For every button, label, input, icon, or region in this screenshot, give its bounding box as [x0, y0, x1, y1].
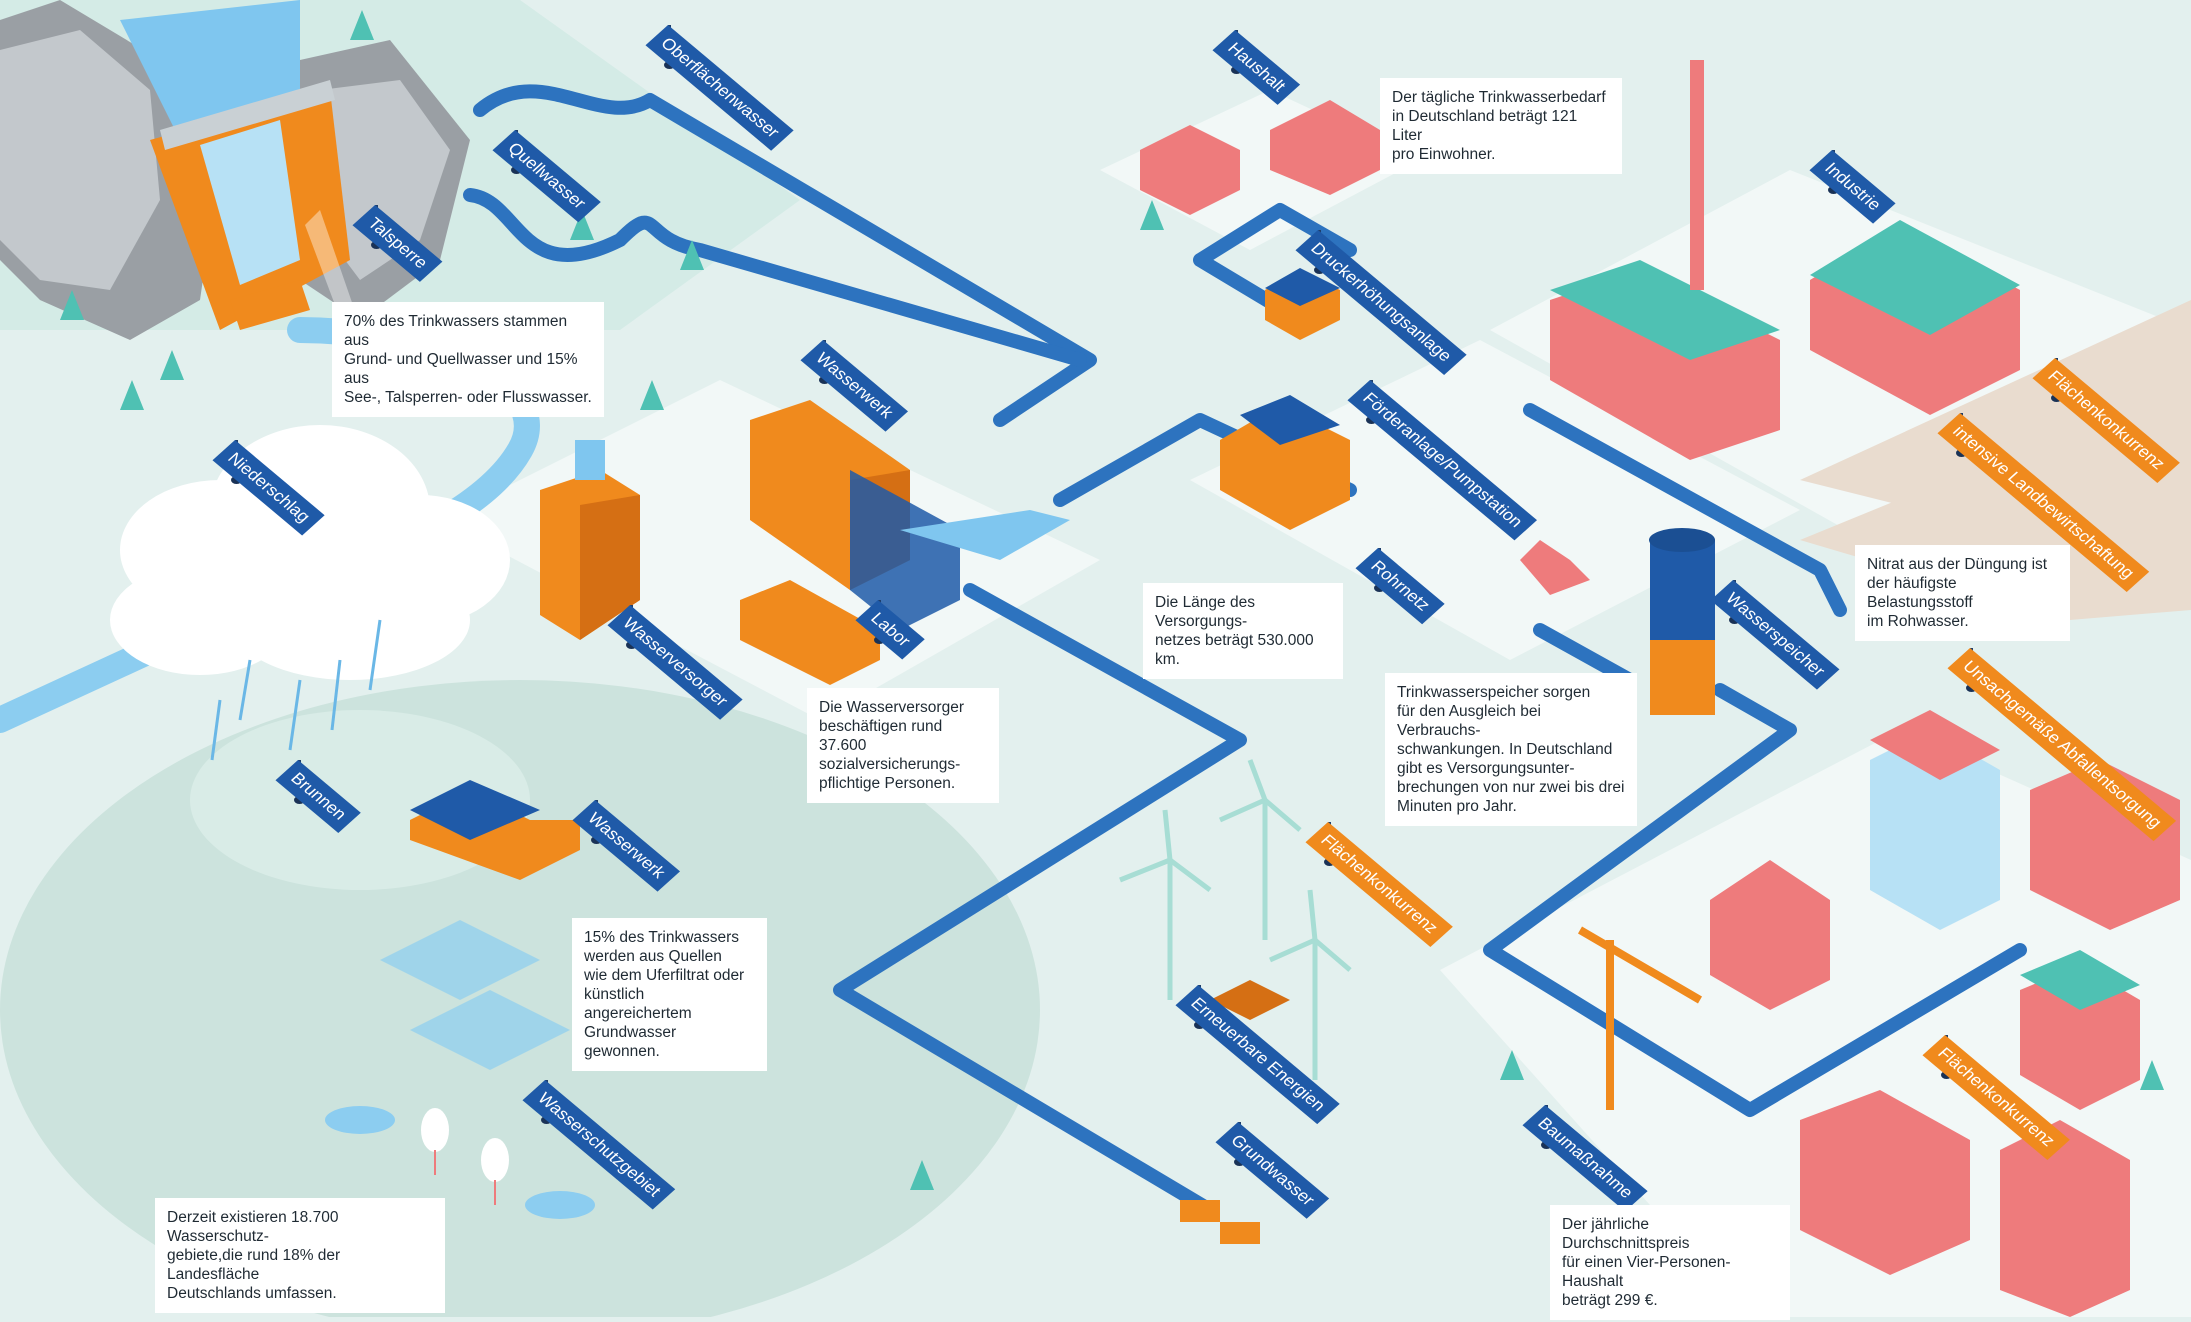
niederschlag-flag: Niederschlag: [212, 440, 325, 536]
orange-buildings: [410, 268, 1715, 1244]
erneuerbare-energien-flag: Erneuerbare Energien: [1175, 985, 1340, 1125]
wasserschutzgebiet-flag: Wasserschutzgebiet: [522, 1080, 676, 1210]
wind-turbines: [1119, 759, 1352, 1080]
versorger-note: Die Wasserversorger beschäftigen rund 37…: [807, 688, 999, 803]
flaechenkonkurrenz-2-flag: Flächenkonkurrenz: [1922, 1035, 2070, 1160]
foerderanlage-flag: Förderanlage/Pumpstation: [1347, 380, 1538, 541]
water-pipes: [463, 84, 2027, 1217]
labor-flag: Labor: [855, 600, 926, 660]
ponds: [325, 920, 595, 1219]
schutzgebiet-note: Derzeit existieren 18.700 Wasserschutz- …: [155, 1198, 445, 1313]
rohrnetz-flag: Rohrnetz: [1355, 548, 1445, 625]
wasserspeicher-flag: Wasserspeicher: [1710, 580, 1840, 690]
storks: [421, 1108, 509, 1205]
brunnen-flag: Brunnen: [275, 760, 362, 834]
haushalt-flag: Haushalt: [1212, 30, 1301, 105]
wasserversorger-flag: Wasserversorger: [607, 605, 743, 720]
talsperre-flag: Talsperre: [352, 205, 443, 282]
baumassnahme-flag: Baumaßnahme: [1522, 1105, 1648, 1212]
druckerhoehungsanlage-flag: Druckerhöhungsanlage: [1295, 230, 1467, 375]
netz-note: Die Länge des Versorgungs- netzes beträg…: [1143, 583, 1343, 679]
flaechenkonkurrenz-3-flag: Flächenkonkurrenz: [1305, 822, 1453, 947]
oberflaechenwasser-flag: Oberflächenwasser: [645, 25, 794, 151]
flaechenkonkurrenz-1-flag: Flächenkonkurrenz: [2032, 358, 2180, 483]
construction: [1210, 540, 1703, 1110]
haushalt-note: Der tägliche Trinkwasserbedarf in Deutsc…: [1380, 78, 1622, 174]
talsperre-note: 70% des Trinkwassers stammen aus Grund- …: [332, 302, 604, 417]
quellwasser-flag: Quellwasser: [492, 130, 601, 222]
wasserwerk-bottom-flag: Wasserwerk: [572, 800, 680, 892]
pink-buildings: [1140, 60, 2180, 1317]
unsachgemaesse-abfallentsorgung-flag: Unsachgemäße Abfallentsorgung: [1947, 648, 2177, 842]
speicher-note: Trinkwasserspeicher sorgen für den Ausgl…: [1385, 673, 1637, 826]
industrie-flag: Industrie: [1809, 150, 1896, 224]
trees: [60, 10, 2164, 1190]
grundwasser-flag: Grundwasser: [1215, 1122, 1330, 1219]
wasserwerk-top-flag: Wasserwerk: [800, 340, 908, 432]
uferfiltrat-note: 15% des Trinkwassers werden aus Quellen …: [572, 918, 767, 1071]
intensive-landbewirtschaftung-flag: intensive Landbewirtschaftung: [1937, 413, 2149, 592]
cloud: [110, 425, 510, 761]
nitrat-note: Nitrat aus der Düngung ist der häufigste…: [1855, 545, 2070, 641]
preis-note: Der jährliche Durchschnittspreis für ein…: [1550, 1205, 1790, 1320]
